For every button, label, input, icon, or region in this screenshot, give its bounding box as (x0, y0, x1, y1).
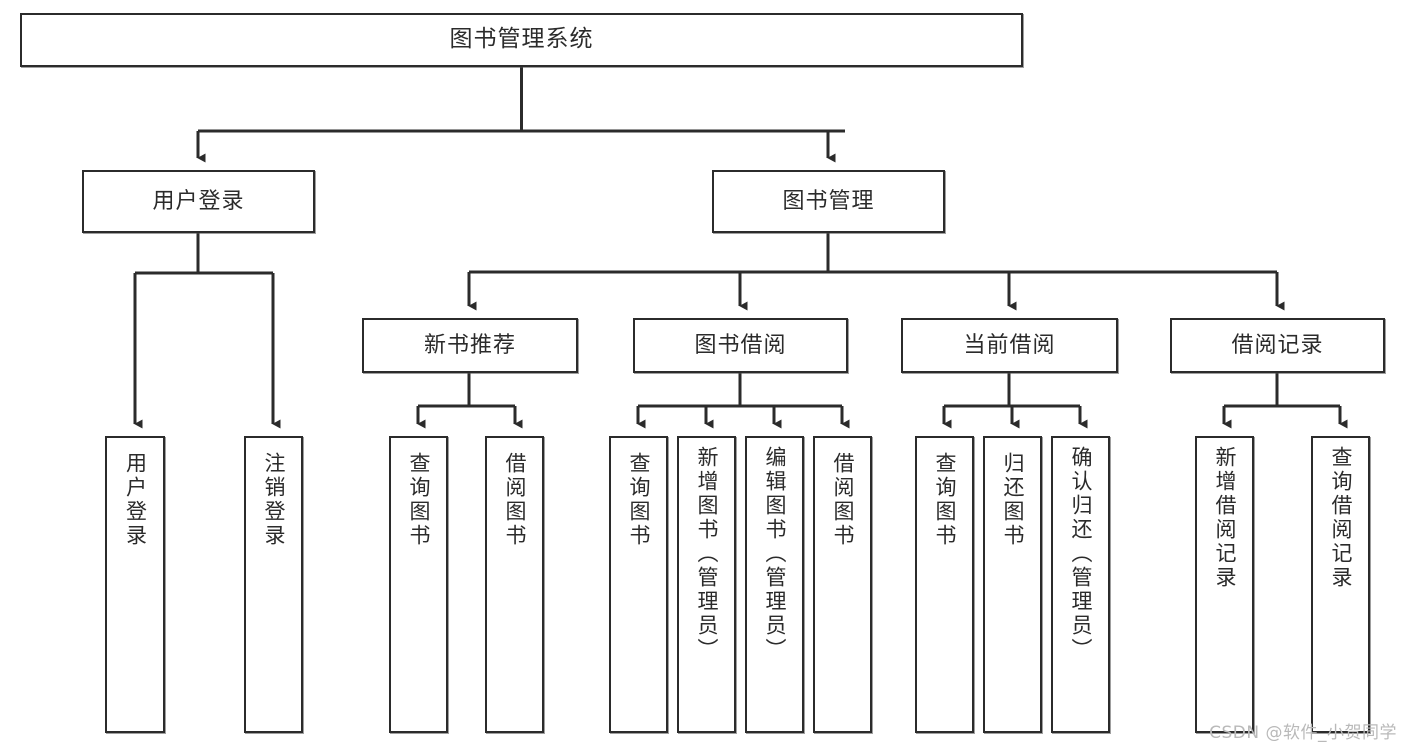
node-leaf-query-book-recommend[interactable]: 查询图书 (389, 436, 448, 733)
node-new-book-recommend-label: 新书推荐 (423, 332, 516, 358)
node-leaf-borrow-book-recommend-label: 借阅图书 (503, 452, 527, 548)
node-leaf-query-book-current-label: 查询图书 (933, 452, 957, 548)
node-leaf-add-book-admin-label: 新增图书（管理员） (695, 446, 719, 662)
node-leaf-query-book-borrow-label: 查询图书 (627, 452, 651, 548)
node-book-borrow[interactable]: 图书借阅 (633, 318, 848, 373)
node-user-login-label: 用户登录 (152, 188, 245, 214)
node-book-borrow-label: 图书借阅 (694, 332, 787, 358)
node-book-manage[interactable]: 图书管理 (712, 170, 945, 233)
node-leaf-return-book[interactable]: 归还图书 (983, 436, 1042, 733)
node-user-login[interactable]: 用户登录 (82, 170, 315, 233)
node-borrow-record-label: 借阅记录 (1231, 332, 1324, 358)
node-leaf-add-borrow-record[interactable]: 新增借阅记录 (1195, 436, 1254, 733)
node-leaf-confirm-return-admin-label: 确认归还（管理员） (1069, 446, 1093, 662)
node-leaf-user-login-label: 用户登录 (123, 452, 148, 548)
csdn-watermark: CSDN @软件_小贺同学 (1209, 723, 1397, 743)
node-leaf-confirm-return-admin[interactable]: 确认归还（管理员） (1051, 436, 1110, 733)
node-leaf-borrow-book-label: 借阅图书 (831, 452, 855, 548)
node-leaf-logout-login[interactable]: 注销登录 (244, 436, 303, 733)
node-new-book-recommend[interactable]: 新书推荐 (362, 318, 578, 373)
node-leaf-add-borrow-record-label: 新增借阅记录 (1213, 446, 1237, 590)
node-book-manage-label: 图书管理 (782, 188, 875, 214)
node-root[interactable]: 图书管理系统 (20, 13, 1023, 67)
node-leaf-edit-book-admin[interactable]: 编辑图书（管理员） (745, 436, 804, 733)
node-leaf-query-borrow-record[interactable]: 查询借阅记录 (1311, 436, 1370, 733)
node-leaf-query-book-recommend-label: 查询图书 (407, 452, 431, 548)
node-root-label: 图书管理系统 (449, 26, 594, 53)
node-current-borrow[interactable]: 当前借阅 (901, 318, 1118, 373)
node-leaf-logout-login-label: 注销登录 (262, 452, 286, 548)
node-borrow-record[interactable]: 借阅记录 (1170, 318, 1385, 373)
node-leaf-return-book-label: 归还图书 (1001, 452, 1025, 548)
node-leaf-add-book-admin[interactable]: 新增图书（管理员） (677, 436, 736, 733)
node-leaf-borrow-book-recommend[interactable]: 借阅图书 (485, 436, 544, 733)
node-leaf-borrow-book[interactable]: 借阅图书 (813, 436, 872, 733)
node-leaf-query-book-current[interactable]: 查询图书 (915, 436, 974, 733)
node-leaf-edit-book-admin-label: 编辑图书（管理员） (763, 446, 787, 662)
node-leaf-query-borrow-record-label: 查询借阅记录 (1329, 446, 1353, 590)
node-leaf-user-login[interactable]: 用户登录 (105, 436, 165, 733)
node-current-borrow-label: 当前借阅 (963, 332, 1056, 358)
node-leaf-query-book-borrow[interactable]: 查询图书 (609, 436, 668, 733)
